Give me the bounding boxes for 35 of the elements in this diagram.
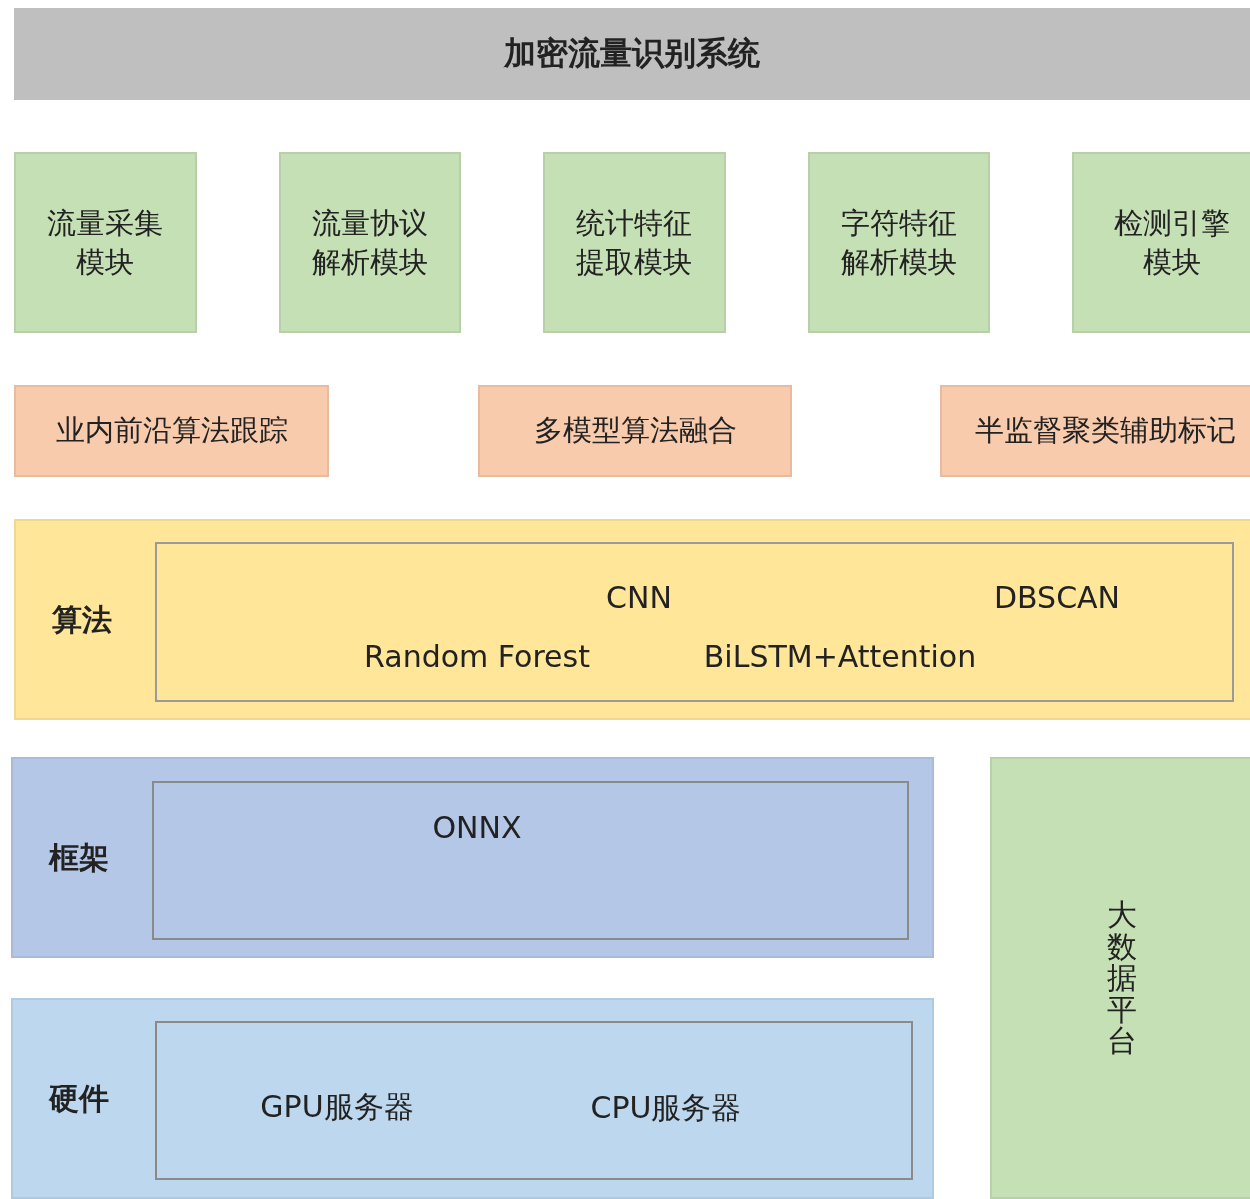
title: 加密流量识别系统 [502, 33, 761, 74]
function-box [14, 385, 329, 477]
layer-label: 算法 [52, 600, 112, 638]
platform-band [990, 757, 1250, 1199]
layer-band [11, 757, 934, 958]
function-box [940, 385, 1250, 477]
module-label: 统计特征提取模块 [575, 204, 694, 281]
module-label: 流量协议解析模块 [311, 204, 429, 281]
component-label: Random Forest [364, 638, 590, 674]
function-box [478, 385, 792, 477]
component-label: ONNX [432, 809, 522, 845]
component-box [152, 781, 909, 940]
component-label: CNN [606, 579, 672, 615]
component-box [155, 1021, 913, 1180]
component-box [155, 542, 1234, 702]
component-label: GPU服务器 [260, 1087, 414, 1126]
module-box [1072, 152, 1250, 333]
module-label: 流量采集模块 [46, 204, 165, 281]
module-label: 检测引擎模块 [1113, 204, 1231, 281]
function-label: 多模型算法融合 [532, 412, 738, 449]
component-label: DBSCAN [993, 579, 1121, 615]
component-label: BiLSTM+Attention [703, 638, 977, 674]
module-box [543, 152, 726, 333]
module-label: 字符特征解析模块 [840, 204, 958, 281]
function-label: 业内前沿算法跟踪 [54, 412, 289, 449]
layer-band [14, 519, 1250, 720]
layer-band [11, 998, 934, 1199]
platform-label: 大数据平台 [1107, 899, 1137, 1057]
module-box [279, 152, 461, 333]
component-label: CPU服务器 [590, 1088, 742, 1127]
layer-label: 框架 [49, 838, 109, 876]
module-box [808, 152, 990, 333]
module-box [14, 152, 197, 333]
function-label: 半监督聚类辅助标记 [973, 412, 1237, 449]
layer-label: 硬件 [49, 1079, 109, 1117]
